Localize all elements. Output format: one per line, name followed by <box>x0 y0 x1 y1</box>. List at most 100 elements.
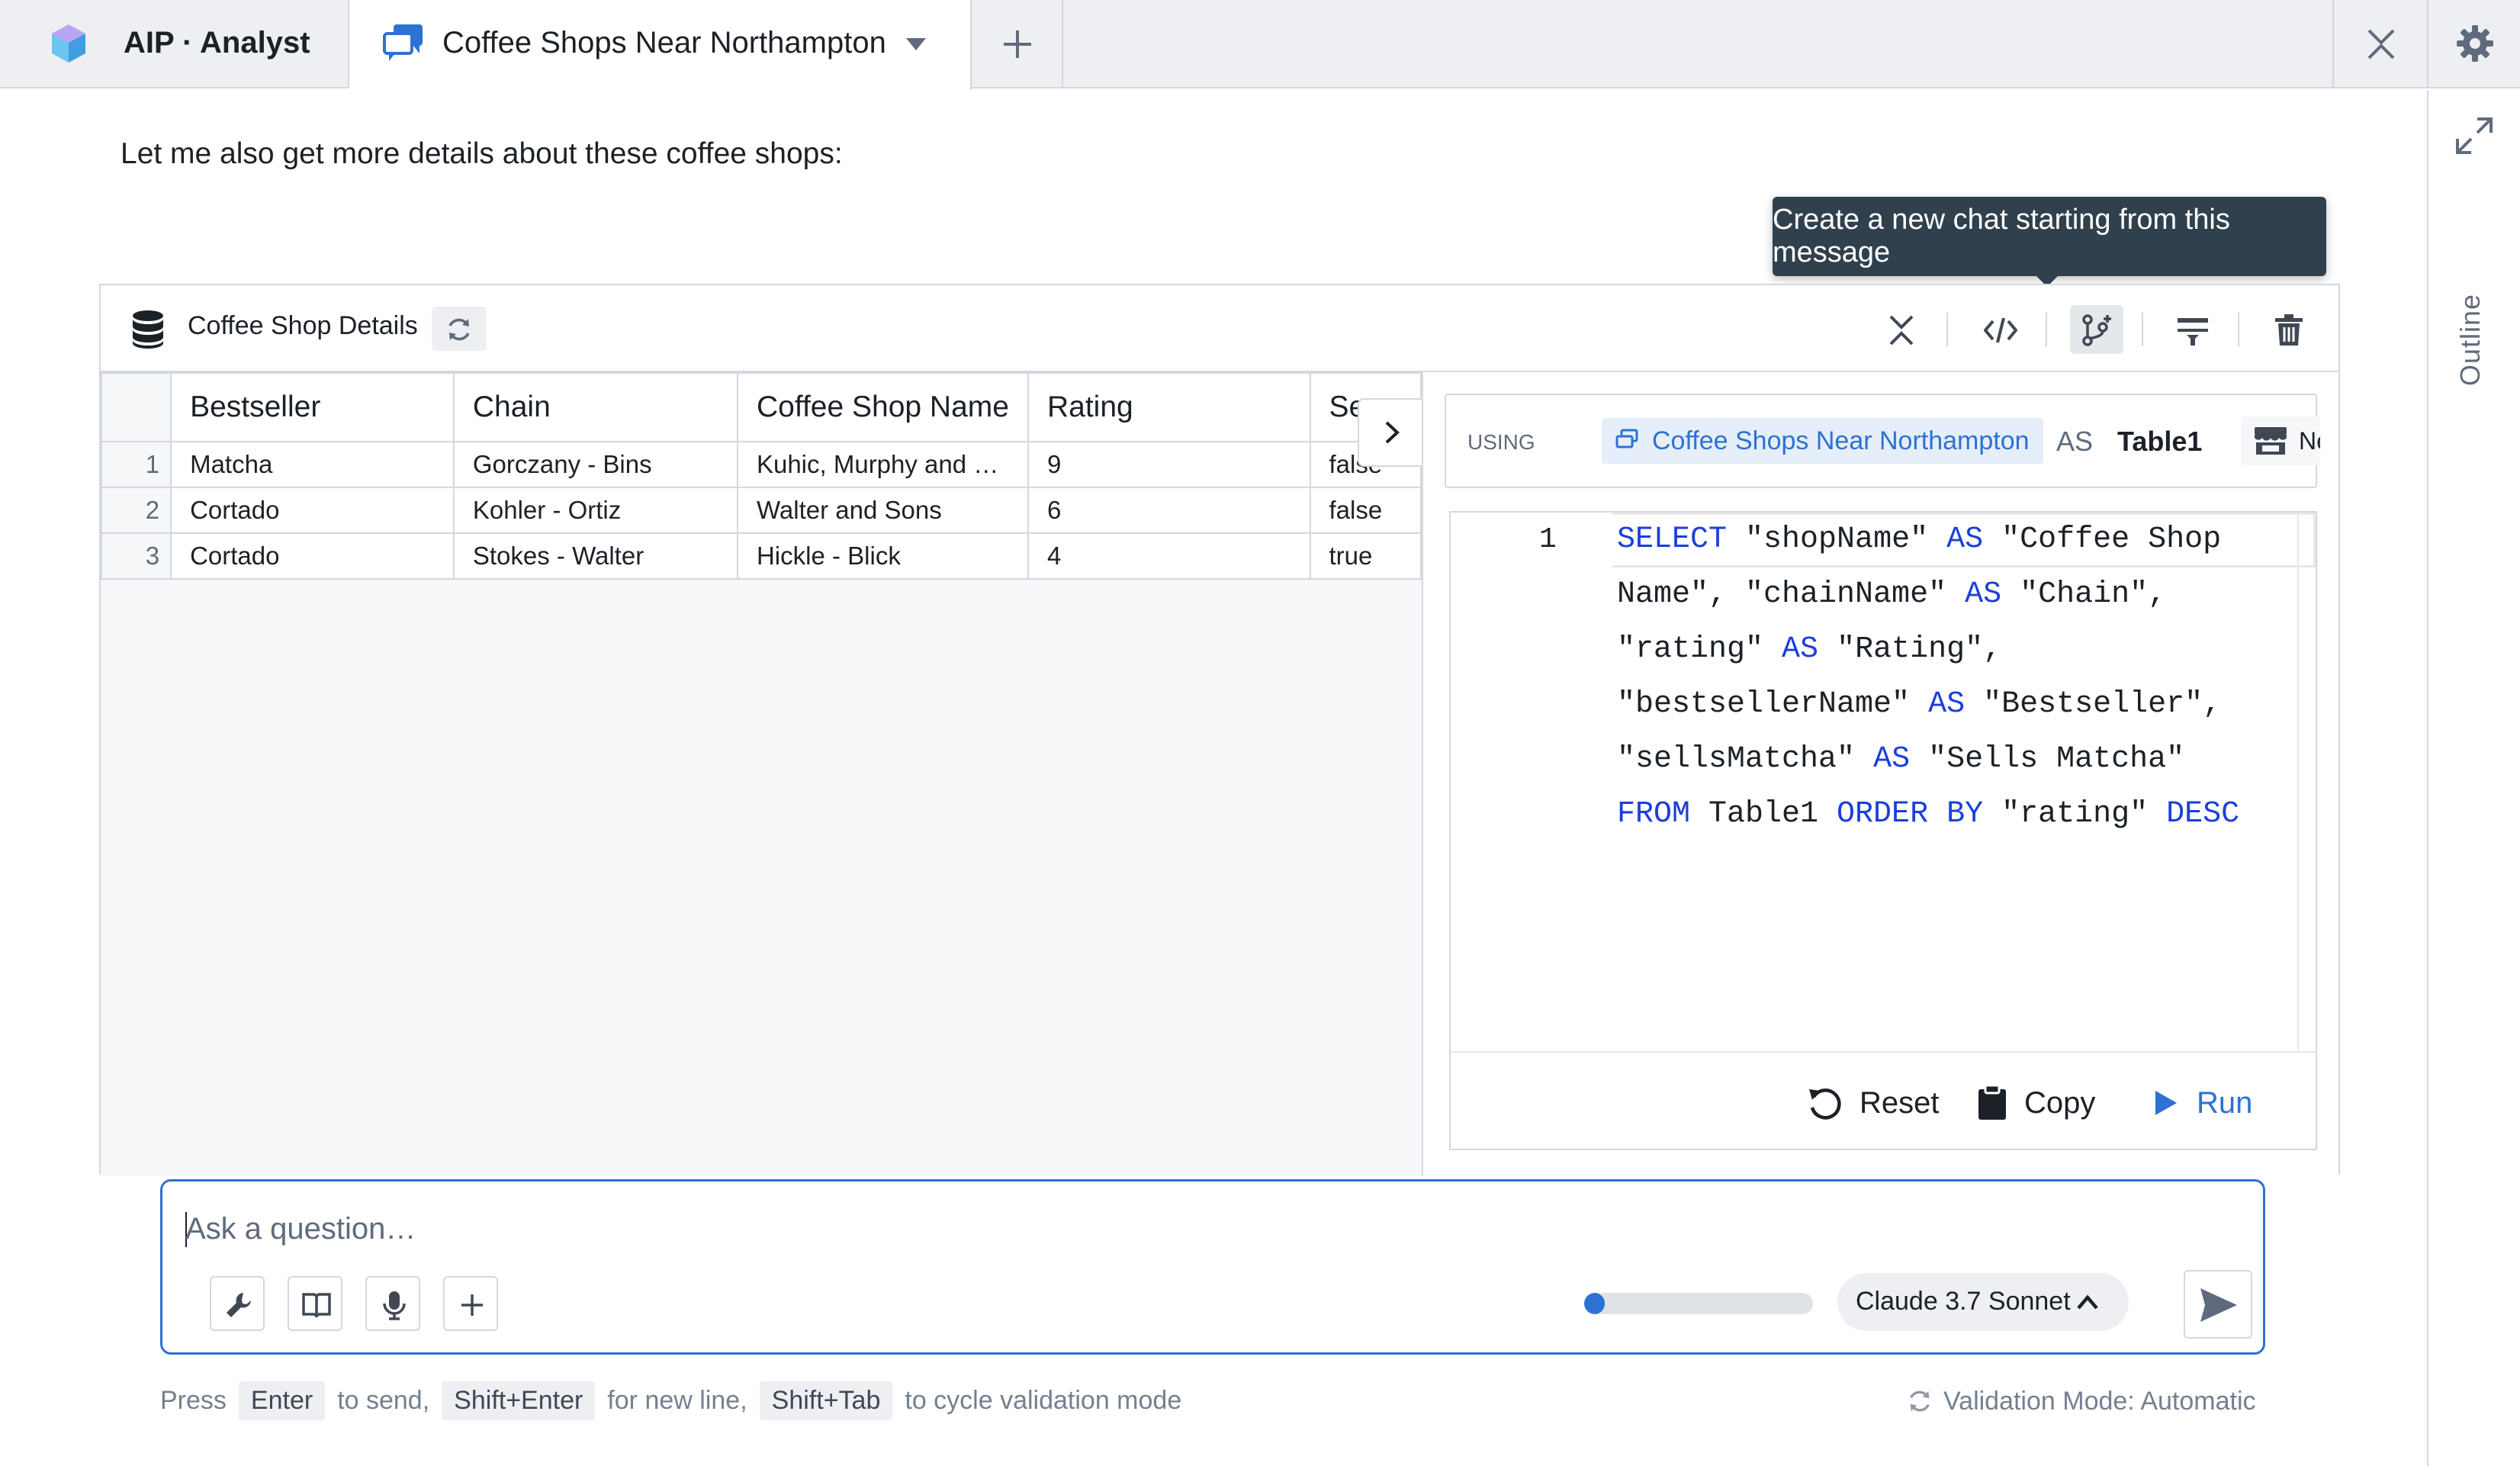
as-label: AS <box>2056 426 2094 457</box>
send-button[interactable] <box>2184 1270 2252 1339</box>
app-title: AIP · Analyst <box>124 26 310 59</box>
editor-scrollbar[interactable] <box>2297 513 2299 1053</box>
source-tag[interactable]: Coffee Shops Near Northampton <box>1602 418 2043 464</box>
source-name: Coffee Shops Near Northampton <box>1652 426 2030 455</box>
results-table: Bestseller Chain Coffee Shop Name Rating… <box>101 372 1422 580</box>
store-tag[interactable]: Ne <box>2241 416 2320 465</box>
chat-bubbles-icon <box>383 23 424 64</box>
caret-down-icon[interactable] <box>905 32 927 59</box>
run-button[interactable]: Run <box>2152 1080 2252 1126</box>
model-selector[interactable]: Claude 3.7 Sonnet <box>1837 1273 2129 1331</box>
keyboard-hints: Press Enter to send, Shift+Enter for new… <box>160 1379 1181 1422</box>
row-number-header <box>101 372 172 442</box>
expand-icon[interactable] <box>2454 116 2494 156</box>
column-header[interactable]: Bestseller <box>170 372 455 442</box>
settings-button[interactable] <box>2427 0 2520 88</box>
table-cell[interactable]: Matcha <box>170 441 455 488</box>
app-tab[interactable]: AIP · Analyst <box>0 0 349 88</box>
branch-tooltip: Create a new chat starting from this mes… <box>1773 197 2326 287</box>
chevron-up-icon <box>2075 1291 2100 1313</box>
view-code-button[interactable] <box>1974 305 2027 354</box>
separator <box>2046 313 2047 346</box>
collapse-x-icon <box>2364 27 2398 61</box>
question-input-box[interactable]: Ask a question… Claud <box>160 1179 2265 1355</box>
clipboard-icon <box>1977 1085 2007 1121</box>
outline-toggle[interactable]: Outline <box>2454 293 2486 386</box>
microphone-icon <box>379 1290 410 1320</box>
table-cell[interactable]: false <box>1309 487 1422 534</box>
table-row: 1 Matcha Gorczany - Bins Kuhic, Murphy a… <box>101 441 1422 488</box>
result-card: Coffee Shop Details <box>99 284 2340 1176</box>
close-button[interactable] <box>2332 0 2427 88</box>
using-label: USING <box>1467 430 1535 454</box>
table-cell[interactable]: true <box>1309 532 1422 580</box>
row-number: 2 <box>101 487 172 534</box>
table-cell[interactable]: Kohler - Ortiz <box>452 487 738 534</box>
table-row: 2 Cortado Kohler - Ortiz Walter and Sons… <box>101 487 1422 534</box>
delete-button[interactable] <box>2262 305 2316 354</box>
send-icon <box>2199 1287 2239 1323</box>
line-number: 1 <box>1539 523 1557 556</box>
gear-icon <box>2456 24 2494 63</box>
top-bar: AIP · Analyst Coffee Shops Near Northamp… <box>0 0 2520 90</box>
column-header[interactable]: Rating <box>1027 372 1311 442</box>
database-icon <box>131 310 165 349</box>
refresh-button[interactable] <box>432 307 487 351</box>
table-cell[interactable]: Walter and Sons <box>736 487 1029 534</box>
editor-footer: Reset Copy Run <box>1449 1051 2317 1150</box>
model-name: Claude 3.7 Sonnet <box>1856 1287 2071 1316</box>
kbd-shift-tab: Shift+Tab <box>759 1381 893 1420</box>
sql-code[interactable]: SELECT "shopName" AS "Coffee Shop Name",… <box>1617 522 2240 831</box>
expand-panel-button[interactable] <box>1358 398 1422 467</box>
table-cell[interactable]: 9 <box>1027 441 1311 488</box>
refresh-icon <box>445 316 473 343</box>
sql-editor[interactable]: 1 SELECT "shopName" AS "Coffee Shop Name… <box>1449 511 2317 1053</box>
column-header[interactable]: Chain <box>452 372 738 442</box>
reset-button[interactable]: Reset <box>1806 1080 1940 1126</box>
separator <box>1946 313 1948 346</box>
library-button[interactable] <box>288 1276 342 1331</box>
active-line-highlight <box>1612 513 2316 567</box>
using-bar: USING Coffee Shops Near Northampton AS T… <box>1445 394 2320 488</box>
tab-coffee-shops[interactable]: Coffee Shops Near Northampton <box>349 0 972 90</box>
column-header[interactable]: Coffee Shop Name <box>736 372 1029 442</box>
table-cell[interactable]: Stokes - Walter <box>452 532 738 580</box>
reset-label: Reset <box>1859 1085 1940 1120</box>
chat-tab-title: Coffee Shops Near Northampton <box>442 26 886 59</box>
table-row: 3 Cortado Stokes - Walter Hickle - Blick… <box>101 532 1422 580</box>
table-cell[interactable]: 6 <box>1027 487 1311 534</box>
validation-mode[interactable]: Validation Mode: Automatic <box>1907 1384 2256 1419</box>
text-cursor <box>185 1212 187 1247</box>
table-cell[interactable]: Hickle - Blick <box>736 532 1029 580</box>
tools-button[interactable] <box>210 1276 265 1331</box>
table-cell[interactable]: Cortado <box>170 532 455 580</box>
code-icon <box>1984 313 2017 347</box>
filter-button[interactable] <box>2166 305 2219 354</box>
shop-icon <box>2252 426 2290 456</box>
branch-chat-button[interactable] <box>2070 305 2123 354</box>
table-cell[interactable]: 4 <box>1027 532 1311 580</box>
cube-icon <box>50 23 87 64</box>
collapse-button[interactable] <box>1875 305 1928 354</box>
hint-text: for new line, <box>607 1385 747 1415</box>
new-tab-button[interactable] <box>972 0 1063 88</box>
store-label: Ne <box>2299 427 2320 455</box>
copy-button[interactable]: Copy <box>1977 1080 2095 1126</box>
line-gutter: 1 <box>1451 513 1603 1053</box>
collapse-icon <box>1885 313 1918 347</box>
reset-icon <box>1806 1085 1843 1121</box>
question-input[interactable]: Ask a question… <box>185 1212 416 1246</box>
add-attachment-button[interactable] <box>443 1276 498 1331</box>
separator <box>2142 313 2143 346</box>
hint-text: to send, <box>337 1385 430 1415</box>
refresh-icon <box>1907 1388 1933 1414</box>
table-cell[interactable]: Cortado <box>170 487 455 534</box>
table-cell[interactable]: Gorczany - Bins <box>452 441 738 488</box>
chevron-right-icon <box>1381 420 1403 445</box>
trash-icon <box>2272 313 2306 347</box>
results-table-area: Bestseller Chain Coffee Shop Name Rating… <box>101 372 1423 1176</box>
table-cell[interactable]: Kuhic, Murphy and … <box>736 441 1029 488</box>
object-set-icon <box>1614 429 1640 452</box>
microphone-button[interactable] <box>365 1276 420 1331</box>
validation-label: Validation Mode: Automatic <box>1943 1386 2256 1416</box>
